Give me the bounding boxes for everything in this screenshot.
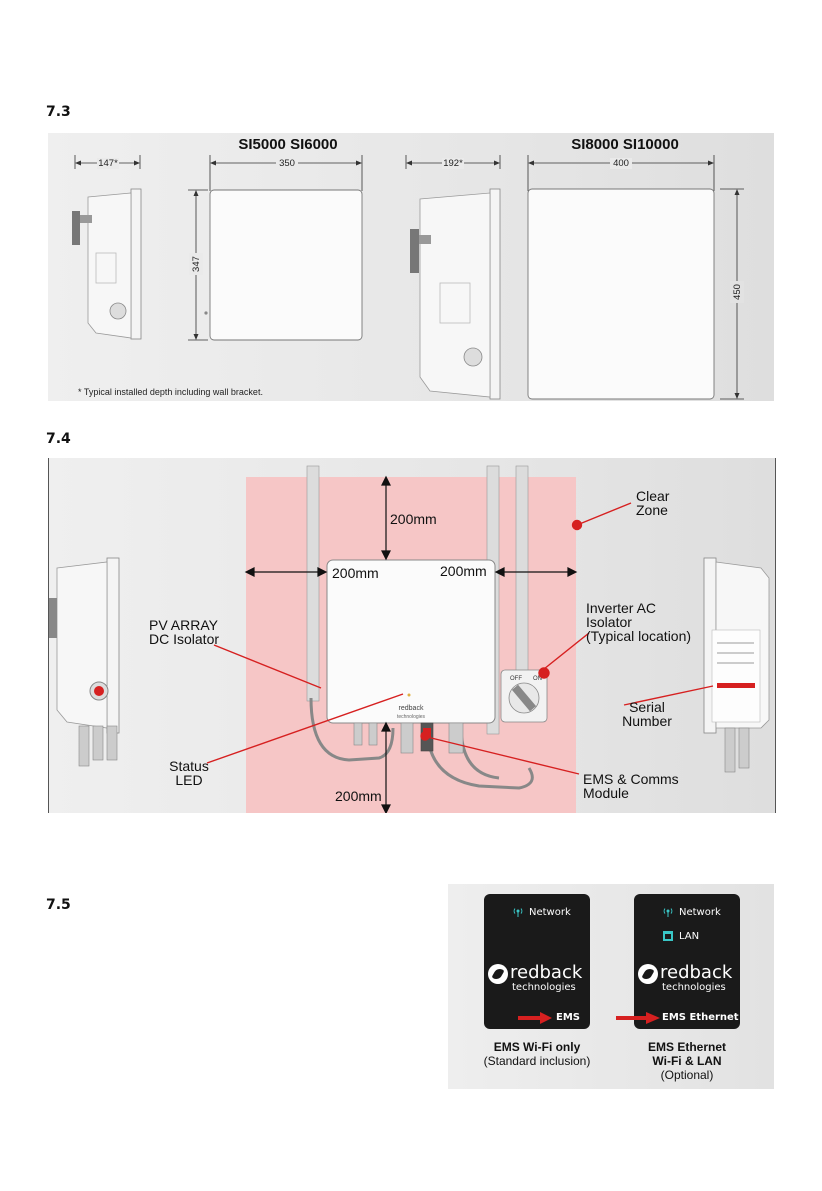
eth-lan-label: LAN [679,930,700,942]
section-heading-7-5: 7.5 [46,897,71,913]
network-icon [663,908,673,917]
redback-logo-icon [488,964,508,984]
large-depth-label: 192* [443,158,463,169]
ac-isolator: OFF ON [500,669,548,723]
large-width-label: 400 [613,158,629,169]
ethernet-caption: EMS Ethernet Wi-Fi & LAN (Optional) [624,1040,750,1082]
eth-network-label: Network [679,906,721,918]
small-width-label: 350 [279,158,295,169]
wifi-brand-name: redback [510,962,583,983]
pv-array-label-2: DC Isolator [149,631,219,647]
inverter-logo-line2: technologies [397,714,426,720]
ems-wifi-card: Network redback technologies EMS [484,894,590,1029]
serial-number-label-1: Serial [629,699,665,715]
arrow-right-icon [616,1012,660,1024]
wifi-network-row: Network [512,906,571,918]
ems-module-label-2: Module [583,785,629,801]
wifi-network-label: Network [529,906,571,918]
eth-lan-row: LAN [662,930,699,942]
small-side-view: 147* [72,155,142,340]
wifi-caption-title: EMS Wi-Fi only [493,1040,581,1054]
inverter-front [326,559,496,724]
small-depth-label: 147* [98,158,118,169]
wifi-brand-sub: technologies [512,982,576,993]
redback-logo-icon [638,964,658,984]
model-title-large: SI8000 SI10000 [571,136,679,153]
switch-on-label: ON [533,676,542,682]
model-title-small: SI5000 SI6000 [238,136,337,153]
status-led-label-1: Status [169,758,209,774]
clearance-panel: redback technologies OFF ON [48,458,776,815]
large-height-label: 450 [732,284,743,300]
clearance-left-label: 200mm [332,565,379,581]
status-led-dot [407,693,411,697]
wifi-ems-tag: EMS [556,1012,580,1023]
ac-isolator-label-1: Inverter AC [586,600,656,616]
network-icon [513,908,523,917]
inverter-logo-line1: redback [399,705,424,712]
clearance-drawing: redback technologies OFF ON [49,465,770,815]
wifi-caption: EMS Wi-Fi only (Standard inclusion) [474,1040,600,1068]
pv-array-label-1: PV ARRAY [149,617,219,633]
eth-network-row: Network [662,906,721,918]
eth-ems-tag: EMS Ethernet [662,1012,739,1023]
small-front-view: 350 347 [188,155,363,341]
right-inverter-side [703,557,770,773]
clearance-arrows [244,475,578,815]
switch-off-label: OFF [510,676,522,682]
ems-module-panel: Network redback technologies EMS Network [448,884,774,1089]
serial-number-label-2: Number [622,713,672,729]
dimensions-panel: SI5000 SI6000 SI8000 SI10000 147* [48,133,774,401]
small-height-label: 347 [191,256,202,272]
eth-caption-title2: Wi-Fi & LAN [652,1054,722,1068]
status-led-label-2: LED [175,772,202,788]
footnote: * Typical installed depth including wall… [78,387,263,397]
clear-zone-label-1: Clear [636,488,670,504]
wifi-caption-sub: (Standard inclusion) [483,1054,591,1068]
clearance-right-label: 200mm [440,563,487,579]
large-side-view: 192* [405,155,501,400]
clearance-bottom-label: 200mm [335,788,382,804]
eth-caption-title1: EMS Ethernet [647,1040,726,1054]
clearance-top-label: 200mm [390,511,437,527]
large-front-view: 400 450 [527,155,744,400]
dimensions-drawing: SI5000 SI6000 SI8000 SI10000 147* [72,136,744,400]
ems-ethernet-card: Network LAN redback technologies EMS Eth… [634,894,740,1029]
eth-caption-sub: (Optional) [660,1068,714,1082]
ems-module-label-1: EMS & Comms [583,771,679,787]
left-inverter-side [49,557,120,767]
eth-brand-name: redback [660,962,733,983]
ac-isolator-label-3: (Typical location) [586,628,691,644]
section-heading-7-3: 7.3 [46,104,71,120]
ac-isolator-label-2: Isolator [586,614,632,630]
section-heading-7-4: 7.4 [46,431,71,447]
arrow-right-icon [518,1012,552,1024]
lan-icon [663,931,673,941]
eth-brand-sub: technologies [662,982,726,993]
serial-label-plate [711,629,761,723]
clear-zone-label-2: Zone [636,502,668,518]
